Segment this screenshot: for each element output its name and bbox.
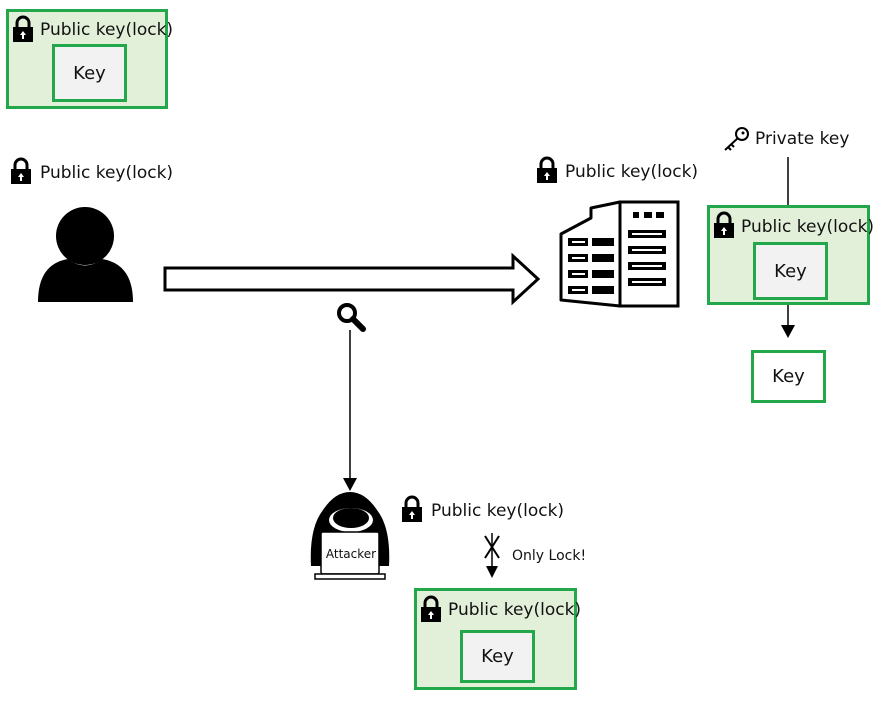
- private-key-icon: [724, 127, 749, 151]
- key-label: Key: [774, 260, 807, 282]
- key-label: Key: [73, 62, 106, 84]
- lock-icon: [714, 211, 734, 238]
- intercept-arrowhead: [343, 478, 357, 491]
- lock-icon: [11, 157, 31, 184]
- lock-icon: [421, 595, 441, 622]
- server-public-key-label: Public key(lock): [565, 162, 699, 182]
- decrypted-key-box: Key: [751, 350, 826, 403]
- encrypted-key-box-server: Public key(lock) Key: [707, 205, 874, 305]
- lock-icon: [537, 156, 557, 183]
- key-box: Key: [753, 242, 828, 300]
- public-key-label: Public key(lock): [448, 600, 582, 620]
- encrypted-key-box-top: Public key(lock) Key: [6, 9, 173, 109]
- transmission-arrow: [163, 252, 541, 306]
- magnifier-icon: [337, 303, 366, 332]
- only-lock-label: Only Lock!: [512, 548, 587, 564]
- key-label: Key: [481, 646, 514, 667]
- hacker-icon: [310, 492, 390, 580]
- key-label: Key: [772, 366, 805, 387]
- public-key-label: Public key(lock): [40, 20, 174, 40]
- key-box: Key: [52, 44, 127, 102]
- private-key-label: Private key: [755, 129, 850, 149]
- x-mark-stroke: [484, 535, 500, 559]
- user-icon: [38, 207, 133, 302]
- server-icon: [559, 200, 680, 308]
- lock-icon: [13, 15, 33, 42]
- encrypted-key-box-attacker: Public key(lock) Key: [414, 588, 581, 690]
- public-key-label: Public key(lock): [741, 217, 875, 237]
- attacker-public-key-label: Public key(lock): [431, 501, 565, 521]
- user-public-key-label: Public key(lock): [40, 163, 174, 183]
- attacker-arrowhead: [486, 566, 498, 578]
- lock-icon: [402, 495, 422, 522]
- attacker-label: Attacker: [325, 547, 377, 561]
- decrypt-arrowhead: [781, 325, 795, 338]
- key-box: Key: [460, 630, 535, 683]
